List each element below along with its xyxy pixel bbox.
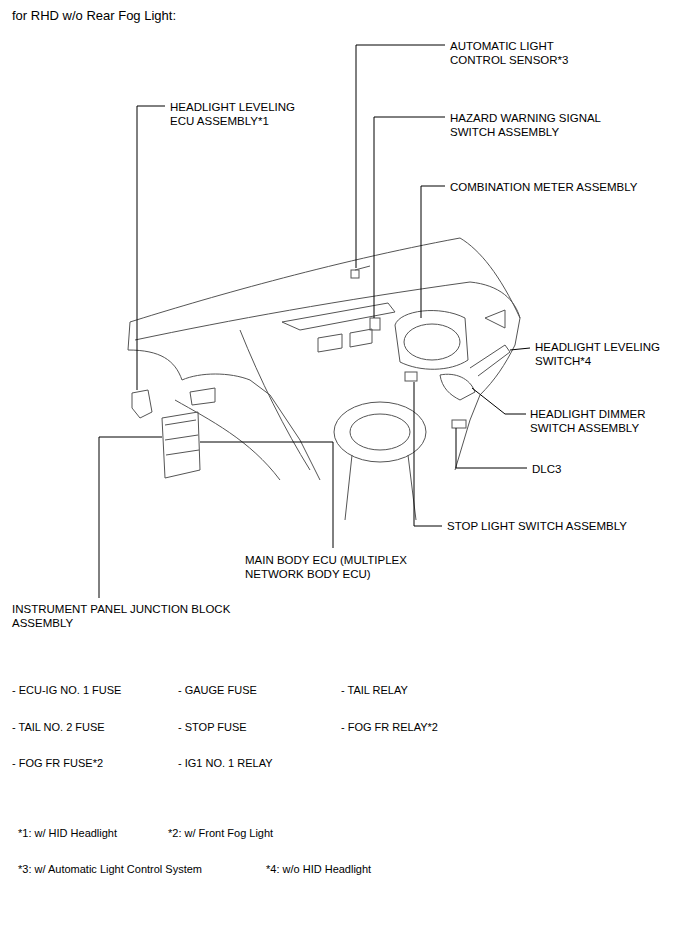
part-label: COMBINATION METER ASSEMBLY: [450, 180, 680, 194]
part-label: HAZARD WARNING SIGNAL SWITCH ASSEMBLY: [450, 111, 630, 139]
fuse-relay-label: - TAIL RELAY: [341, 683, 501, 697]
footnote: *3: w/ Automatic Light Control System: [18, 862, 258, 876]
fuse-relay-label: - IG1 NO. 1 RELAY: [178, 756, 338, 770]
footnote: *1: w/ HID Headlight: [18, 826, 163, 840]
footnote: *2: w/ Front Fog Light: [168, 826, 368, 840]
fuse-relay-label: - GAUGE FUSE: [178, 683, 338, 697]
fuse-relay-label: - FOG FR FUSE*2: [12, 756, 172, 770]
fuse-relay-label: - STOP FUSE: [178, 720, 338, 734]
fuse-relay-label: - FOG FR RELAY*2: [341, 720, 501, 734]
dashboard-outline: [128, 238, 520, 520]
part-label: DLC3: [532, 462, 632, 476]
part-label: HEADLIGHT DIMMER SWITCH ASSEMBLY: [530, 407, 680, 435]
fuse-relay-label: - TAIL NO. 2 FUSE: [12, 720, 172, 734]
part-label: HEADLIGHT LEVELING ECU ASSEMBLY*1: [170, 100, 320, 128]
part-label: STOP LIGHT SWITCH ASSEMBLY: [447, 519, 677, 533]
fuse-relay-label: - ECU-IG NO. 1 FUSE: [12, 683, 172, 697]
part-label: AUTOMATIC LIGHT CONTROL SENSOR*3: [450, 39, 600, 67]
page-title: for RHD w/o Rear Fog Light:: [12, 8, 176, 24]
part-label: MAIN BODY ECU (MULTIPLEX NETWORK BODY EC…: [245, 553, 445, 581]
part-label: INSTRUMENT PANEL JUNCTION BLOCK ASSEMBLY: [12, 602, 257, 630]
footnote: *4: w/o HID Headlight: [266, 862, 466, 876]
part-label: HEADLIGHT LEVELING SWITCH*4: [535, 340, 680, 368]
